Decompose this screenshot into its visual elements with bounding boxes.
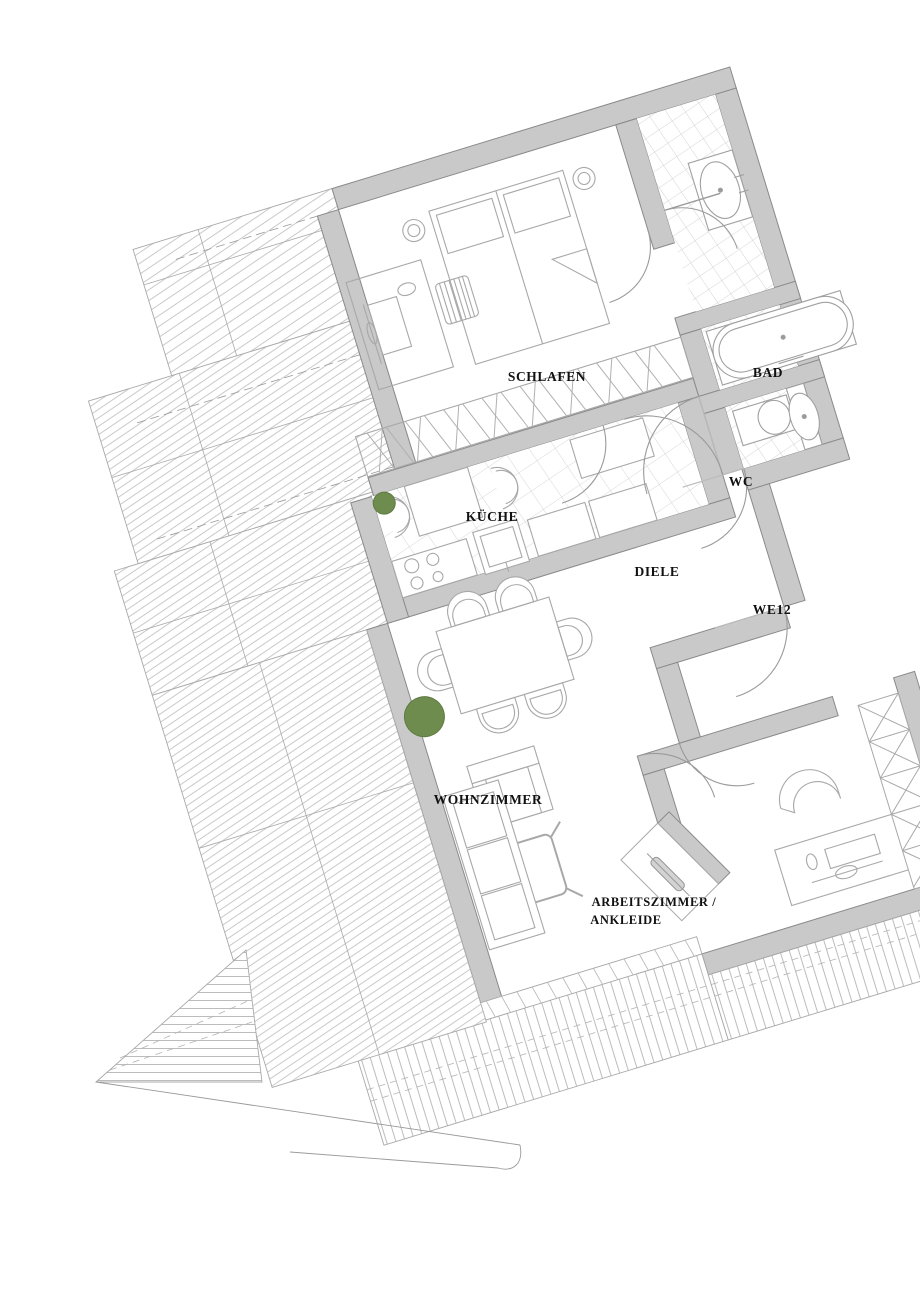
label-schlafen: SCHLAFEN <box>508 369 586 384</box>
bedroom-furniture <box>345 166 694 478</box>
label-bad: BAD <box>753 365 783 380</box>
door-swings <box>561 229 788 798</box>
garden-boundary <box>95 1081 522 1170</box>
kitchen-fixtures <box>382 417 658 599</box>
lawn-wedge <box>94 949 263 1083</box>
label-we12: WE12 <box>753 602 791 617</box>
label-wohnzimmer: WOHNZIMMER <box>434 792 543 807</box>
label-arbeitszimmer: ARBEITSZIMMER / <box>592 895 717 909</box>
shrub-kitchen-icon <box>372 491 396 515</box>
label-ankleide: ANKLEIDE <box>590 913 661 927</box>
terrace-middle <box>87 314 421 565</box>
wc-fixtures <box>731 382 823 451</box>
ground-deck-southwest <box>151 629 487 1088</box>
plants <box>372 491 445 738</box>
living-furniture <box>417 576 593 951</box>
label-diele: DIELE <box>634 564 679 579</box>
bathroom-fixtures <box>664 149 858 386</box>
label-wc: WC <box>729 474 753 489</box>
walls <box>316 66 920 1042</box>
room-labels: SCHLAFEN BAD WC KÜCHE DIELE WE12 WOHNZIM… <box>434 365 791 927</box>
label-kueche: KÜCHE <box>466 509 519 524</box>
shrub-living-icon <box>403 696 445 738</box>
study-furniture <box>620 692 920 922</box>
